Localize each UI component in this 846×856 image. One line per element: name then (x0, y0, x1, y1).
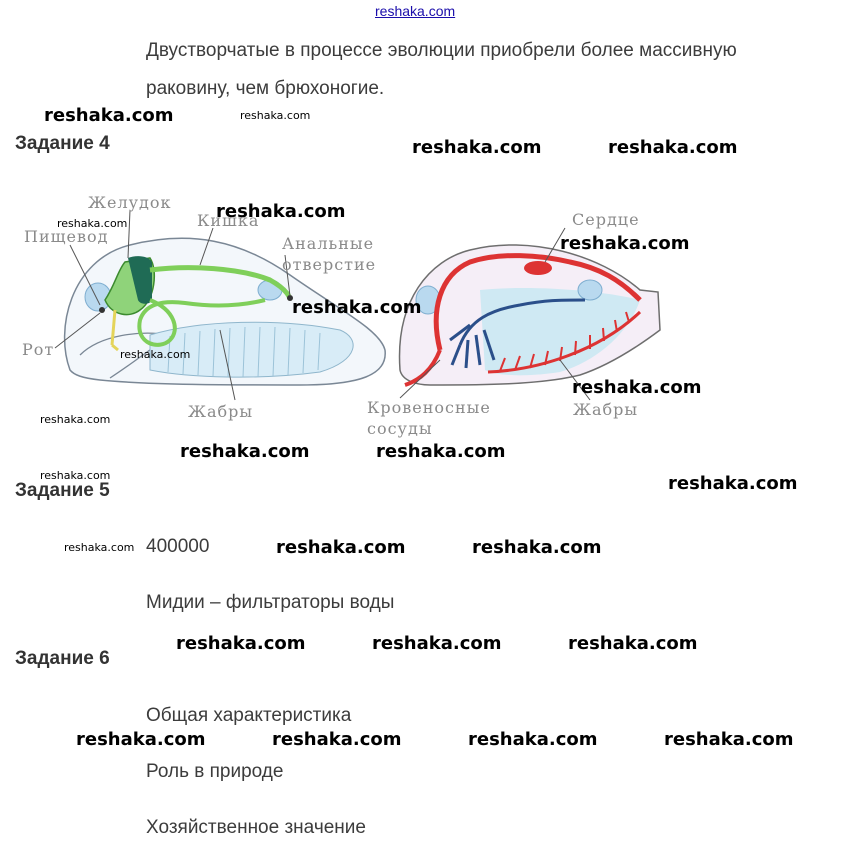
main-artery (433, 253, 642, 351)
foot-artery (404, 349, 442, 387)
label-gills-right: Жабры (573, 400, 638, 419)
label-intestine: Кишка (197, 211, 259, 230)
venous-vessels (449, 298, 586, 369)
task-5-answer-2: Мидии – фильтраторы воды (146, 592, 395, 613)
watermark: reshaka.com (180, 441, 310, 462)
label-esophagus: Пищевод (24, 227, 108, 246)
label-stomach: Желудок (88, 193, 172, 212)
site-link[interactable]: reshaka.com (375, 3, 456, 19)
watermark: reshaka.com (372, 633, 502, 654)
watermark: reshaka.com (272, 729, 402, 750)
label-heart: Сердце (572, 210, 640, 229)
watermark: reshaka.com (44, 105, 174, 126)
watermark: reshaka.com (572, 377, 702, 398)
watermark: reshaka.com (40, 413, 111, 426)
watermark: reshaka.com (76, 729, 206, 750)
intestine-loop (137, 298, 266, 347)
left-gills-area (149, 321, 354, 378)
watermark: reshaka.com (472, 537, 602, 558)
watermark: reshaka.com (376, 441, 506, 462)
watermark: reshaka.com (216, 201, 346, 222)
gill-vessel-outer (487, 310, 642, 374)
label-anal-1: Анальные (282, 234, 374, 253)
task-6-heading: Задание 6 (15, 648, 110, 669)
task-6-item-2: Роль в природе (146, 761, 284, 782)
label-gills-left: Жабры (188, 402, 253, 421)
intestine-line (149, 265, 293, 301)
left-nerve-line (110, 309, 117, 346)
mouth-dot (99, 307, 105, 313)
watermark: reshaka.com (412, 137, 542, 158)
label-vessels-2: сосуды (367, 419, 433, 438)
watermark: reshaka.com (240, 109, 311, 122)
liver-shape (128, 256, 152, 304)
task-5-heading: Задание 5 (15, 480, 110, 501)
task-6-item-3: Хозяйственное значение (146, 817, 366, 838)
task-4-heading: Задание 4 (15, 133, 110, 154)
watermark: reshaka.com (608, 137, 738, 158)
label-mouth: Рот (22, 340, 54, 359)
watermark: reshaka.com (40, 469, 111, 482)
watermark: reshaka.com (664, 729, 794, 750)
digestive-system-figure: Желудок Кишка Пищевод Анальные отверстие… (22, 193, 386, 421)
watermark: reshaka.com (292, 297, 422, 318)
task-6-item-1: Общая характеристика (146, 705, 352, 726)
watermark: reshaka.com (120, 348, 191, 361)
watermark: reshaka.com (64, 541, 135, 554)
label-vessels-1: Кровеносные (367, 398, 491, 417)
right-gills-area (480, 288, 640, 376)
bivalve-anatomy-diagram: Желудок Кишка Пищевод Анальные отверстие… (22, 193, 661, 438)
watermark: reshaka.com (176, 633, 306, 654)
circulatory-system-figure: Сердце Кровеносные сосуды Жабры (367, 210, 661, 438)
watermark: reshaka.com (468, 729, 598, 750)
watermark: reshaka.com (668, 473, 798, 494)
task-5-answer-1: 400000 (146, 536, 210, 557)
intro-line-1: Двустворчатые в процессе эволюции приобр… (146, 40, 737, 61)
right-muscle-back (577, 279, 603, 301)
watermark: reshaka.com (568, 633, 698, 654)
watermark: reshaka.com (276, 537, 406, 558)
heart-shape (524, 261, 552, 275)
anal-dot (287, 295, 293, 301)
watermark: reshaka.com (57, 217, 128, 230)
intro-line-2: раковину, чем брюхоногие. (146, 78, 385, 99)
label-anal-2: отверстие (282, 255, 376, 274)
watermark: reshaka.com (560, 233, 690, 254)
